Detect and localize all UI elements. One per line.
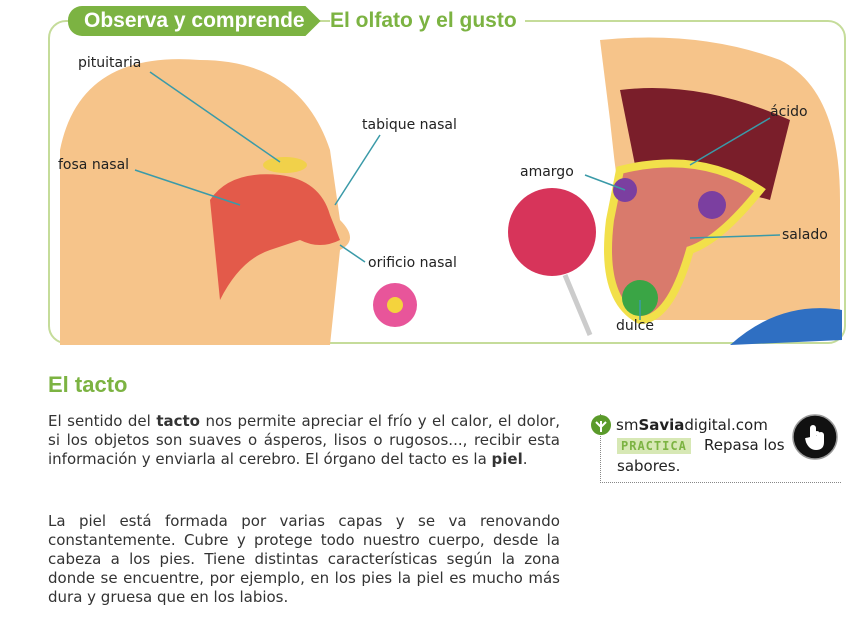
- savia-logo-icon: [591, 415, 611, 435]
- label-acido: ácido: [770, 104, 808, 120]
- section-heading: El olfato y el gusto: [330, 6, 525, 36]
- text: .: [522, 450, 528, 468]
- paragraph-1: El sentido del tacto nos permite aprecia…: [48, 412, 560, 469]
- pituitary: [263, 157, 307, 173]
- sweet-zone: [622, 280, 658, 316]
- label-tabique-nasal: tabique nasal: [362, 117, 457, 133]
- practice-text-2: sabores.: [617, 457, 681, 475]
- brand-link[interactable]: smSaviadigital.com: [616, 416, 768, 434]
- text: nos permite apreciar el frío y el calor,…: [48, 412, 560, 468]
- label-pituitaria: pituitaria: [78, 55, 142, 71]
- bold-piel: piel: [491, 450, 523, 468]
- label-amargo: amargo: [520, 164, 574, 180]
- section-tag: Observa y comprende: [68, 6, 321, 36]
- label-salado: salado: [782, 227, 828, 243]
- label-fosa-nasal: fosa nasal: [58, 157, 130, 173]
- digital-resource-box: [600, 414, 841, 483]
- illustration: [60, 37, 842, 345]
- bold-tacto: tacto: [156, 412, 200, 430]
- nasal-cavity: [210, 174, 340, 300]
- text: El sentido del: [48, 412, 157, 430]
- section-title: El tacto: [48, 372, 128, 397]
- hand-pointer-icon[interactable]: [792, 414, 838, 460]
- practica-badge: PRACTICA: [617, 438, 691, 454]
- child-head: [60, 59, 350, 345]
- lollipop: [508, 188, 596, 276]
- practice-text: Repasa los: [704, 436, 785, 454]
- label-orificio-nasal: orificio nasal: [368, 255, 457, 271]
- sour-zone: [698, 191, 726, 219]
- paragraph-2: La piel está formada por varias capas y …: [48, 512, 560, 606]
- label-dulce: dulce: [616, 318, 654, 334]
